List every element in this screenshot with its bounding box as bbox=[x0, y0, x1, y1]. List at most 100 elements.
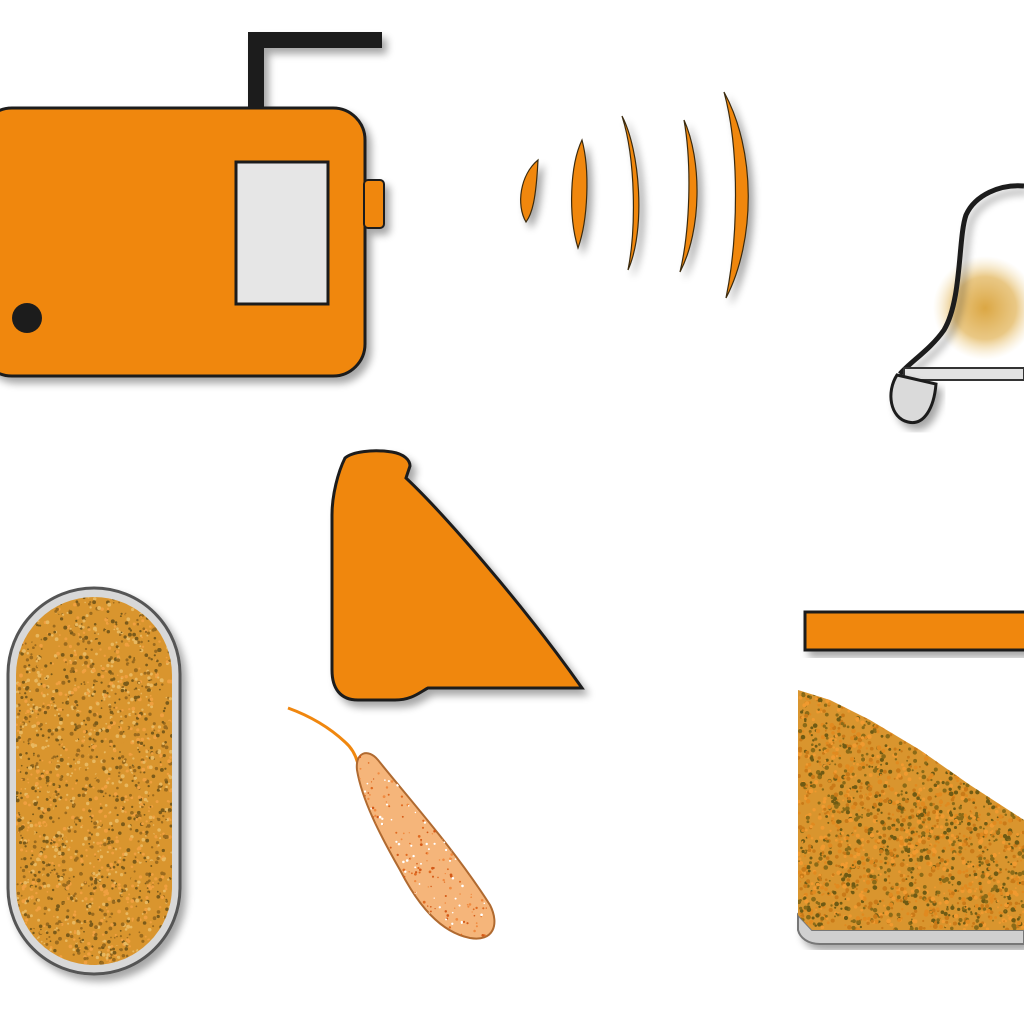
grain-speck bbox=[989, 802, 992, 805]
grain-speck bbox=[128, 933, 131, 936]
grain-speck bbox=[74, 899, 78, 903]
grain-speck bbox=[359, 778, 361, 780]
grain-speck bbox=[145, 695, 148, 698]
grain-speck bbox=[16, 704, 19, 708]
grain-speck bbox=[25, 850, 28, 853]
grain-speck bbox=[378, 874, 382, 878]
grain-speck bbox=[97, 606, 102, 610]
grain-speck bbox=[904, 723, 908, 727]
grain-speck bbox=[106, 610, 110, 613]
grain-speck bbox=[18, 709, 21, 712]
grain-speck bbox=[44, 657, 47, 660]
grain-speck bbox=[57, 714, 61, 718]
grain-speck bbox=[52, 729, 55, 732]
grain-speck bbox=[95, 747, 100, 751]
grain-speck bbox=[845, 836, 850, 840]
grain-speck bbox=[928, 775, 932, 780]
grain-speck bbox=[89, 664, 94, 669]
grain-speck bbox=[990, 856, 995, 862]
grain-speck bbox=[806, 834, 811, 839]
grain-speck bbox=[36, 665, 39, 667]
grain-speck bbox=[876, 760, 880, 764]
grain-speck bbox=[988, 717, 994, 723]
grain-speck bbox=[910, 808, 915, 813]
grain-speck bbox=[83, 957, 87, 961]
grain-speck bbox=[85, 956, 89, 960]
grain-speck bbox=[29, 707, 33, 711]
grain-speck bbox=[825, 736, 829, 740]
grain-speck bbox=[81, 625, 85, 629]
grain-speck bbox=[999, 868, 1002, 871]
grain-speck bbox=[140, 737, 145, 742]
grain-speck bbox=[999, 904, 1003, 907]
grain-speck bbox=[67, 898, 70, 901]
grain-speck bbox=[427, 848, 430, 851]
grain-speck bbox=[36, 961, 40, 965]
grain-speck bbox=[930, 697, 935, 702]
grain-speck bbox=[164, 787, 168, 792]
grain-speck bbox=[167, 878, 170, 881]
grain-speck bbox=[1008, 752, 1012, 756]
grain-speck bbox=[127, 632, 132, 637]
grain-speck bbox=[989, 726, 992, 729]
grain-speck bbox=[431, 771, 435, 774]
grain-speck bbox=[26, 914, 30, 917]
grain-speck bbox=[410, 900, 412, 903]
grain-speck bbox=[115, 641, 118, 644]
grain-speck bbox=[928, 872, 933, 877]
grain-speck bbox=[109, 742, 113, 746]
grain-speck bbox=[100, 674, 105, 679]
grain-speck bbox=[61, 847, 63, 849]
grain-speck bbox=[136, 640, 141, 644]
grain-speck bbox=[968, 693, 972, 697]
signal-wave-3 bbox=[621, 115, 640, 271]
grain-speck bbox=[115, 945, 120, 950]
grain-speck bbox=[466, 903, 469, 906]
grain-speck bbox=[400, 913, 403, 915]
grain-speck bbox=[999, 730, 1003, 735]
grain-speck bbox=[979, 707, 983, 711]
grain-speck bbox=[1014, 892, 1019, 897]
grain-speck bbox=[842, 799, 845, 802]
grain-speck bbox=[95, 773, 100, 778]
grain-speck bbox=[949, 783, 953, 788]
grain-speck bbox=[967, 844, 971, 848]
grain-speck bbox=[808, 729, 812, 734]
grain-speck bbox=[66, 713, 70, 717]
grain-speck bbox=[55, 793, 59, 797]
grain-speck bbox=[69, 725, 73, 729]
grain-speck bbox=[19, 725, 22, 728]
grain-speck bbox=[436, 785, 439, 788]
grain-speck bbox=[25, 752, 28, 755]
grain-speck bbox=[29, 655, 34, 660]
grain-speck bbox=[25, 658, 30, 662]
grain-speck bbox=[1007, 870, 1011, 873]
grain-speck bbox=[437, 942, 438, 943]
grain-speck bbox=[131, 779, 134, 783]
grain-speck bbox=[74, 773, 78, 777]
grain-speck bbox=[58, 936, 62, 941]
grain-speck bbox=[152, 958, 155, 961]
grain-speck bbox=[65, 832, 70, 837]
grain-speck bbox=[65, 771, 67, 773]
grain-speck bbox=[925, 751, 930, 756]
grain-speck bbox=[956, 880, 962, 886]
grain-speck bbox=[819, 695, 823, 699]
grain-speck bbox=[931, 922, 934, 924]
grain-speck bbox=[84, 762, 89, 767]
grain-speck bbox=[866, 808, 870, 812]
grain-speck bbox=[798, 774, 801, 778]
grain-speck bbox=[447, 813, 450, 817]
grain-speck bbox=[851, 804, 856, 810]
grain-speck bbox=[961, 860, 966, 865]
grain-speck bbox=[943, 762, 947, 765]
grain-speck bbox=[962, 870, 966, 874]
grain-speck bbox=[958, 733, 962, 738]
grain-speck bbox=[988, 776, 992, 779]
grain-speck bbox=[77, 755, 80, 758]
grain-speck bbox=[71, 920, 76, 925]
grain-speck bbox=[52, 746, 56, 750]
grain-speck bbox=[860, 908, 864, 912]
grain-speck bbox=[43, 912, 46, 915]
